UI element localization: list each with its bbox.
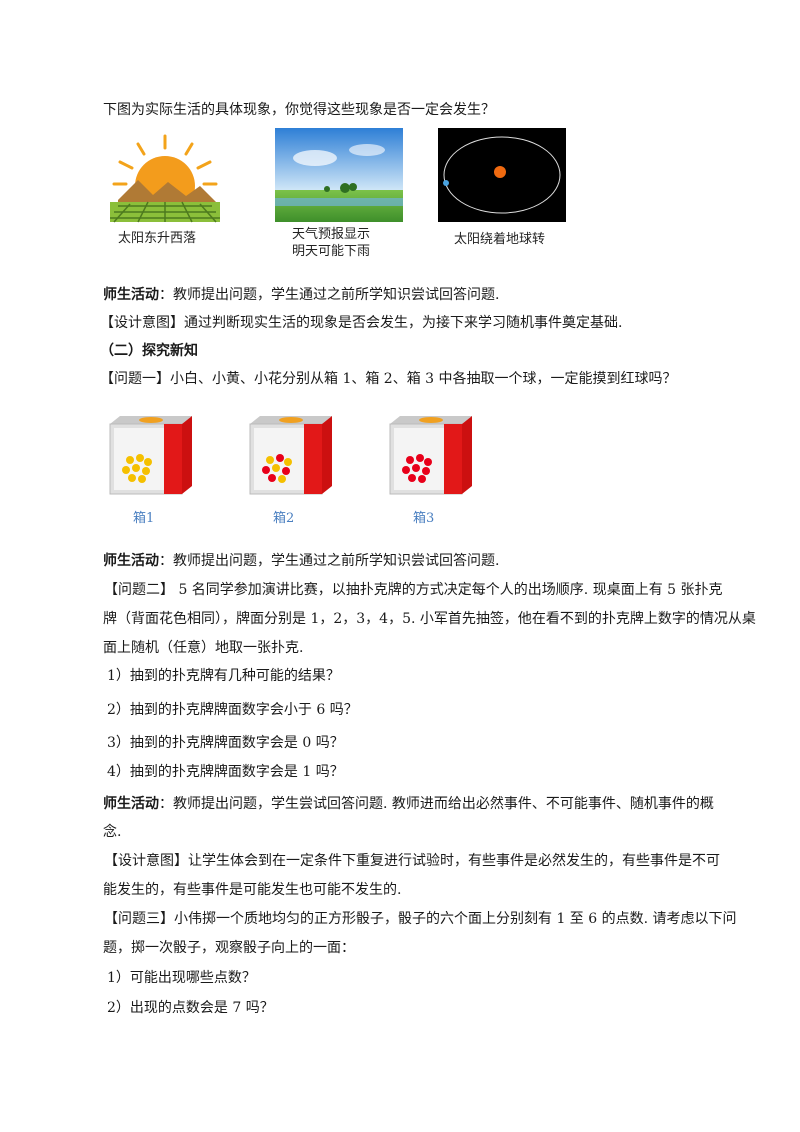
box-1-label: 箱1 [133, 511, 155, 526]
activity-label: 师生活动 [103, 796, 159, 812]
question-2-line2: 牌（背面花色相同），牌面分别是 1，2，3，4，5. 小军首先抽签，他在看不到的… [103, 611, 756, 627]
question-3-line2: 题，掷一次骰子，观察骰子向上的一面： [103, 940, 355, 956]
question-2-item: 1）抽到的扑克牌有几种可能的结果？ [107, 668, 340, 684]
question-2-item: 2）抽到的扑克牌牌面数字会小于 6 吗？ [107, 702, 358, 718]
design-intent-2-line1: 【设计意图】让学生体会到在一定条件下重复进行试验时，有些事件是必然发生的，有些事… [104, 853, 720, 869]
question-2-item: 4）抽到的扑克牌牌面数字会是 1 吗？ [107, 764, 344, 780]
design-intent-1: 【设计意图】通过判断现实生活的现象是否会发生，为接下来学习随机事件奠定基础. [100, 315, 623, 331]
question-2-line3: 面上随机（任意）地取一张扑克. [103, 640, 304, 656]
weather-caption-line1: 天气预报显示 [292, 227, 371, 242]
weather-caption-line2: 明天可能下雨 [292, 244, 371, 259]
activity-3: 师生活动：教师提出问题，学生尝试回答问题. 教师进而给出必然事件、不可能事件、随… [103, 794, 714, 814]
activity-3-line2: 念. [103, 824, 122, 840]
sunrise-image [108, 130, 222, 224]
box-3-label: 箱3 [413, 511, 435, 526]
activity-1: 师生活动：教师提出问题，学生通过之前所学知识尝试回答问题. [103, 285, 499, 305]
activity-label: 师生活动 [103, 553, 159, 569]
box-3 [388, 414, 474, 500]
question-3-item: 2）出现的点数会是 7 吗？ [107, 1000, 274, 1016]
question-1: 【问题一】小白、小黄、小花分别从箱 1、箱 2、箱 3 中各抽取一个球，一定能摸… [100, 371, 677, 387]
box-1 [108, 414, 194, 500]
question-3-item: 1）可能出现哪些点数？ [107, 970, 256, 986]
activity-2: 师生活动：教师提出问题，学生通过之前所学知识尝试回答问题. [103, 551, 499, 571]
activity-text: ：教师提出问题，学生尝试回答问题. 教师进而给出必然事件、不可能事件、随机事件的… [159, 796, 714, 812]
activity-text: ：教师提出问题，学生通过之前所学知识尝试回答问题. [159, 287, 500, 303]
box-2-label: 箱2 [273, 511, 295, 526]
sunrise-caption: 太阳东升西落 [118, 231, 197, 246]
orbit-caption: 太阳绕着地球转 [454, 232, 546, 247]
orbit-image [438, 128, 566, 222]
section-heading: （二）探究新知 [100, 343, 198, 359]
intro-text: 下图为实际生活的具体现象，你觉得这些现象是否一定会发生？ [103, 102, 495, 118]
activity-text: ：教师提出问题，学生通过之前所学知识尝试回答问题. [159, 553, 500, 569]
question-2-item: 3）抽到的扑克牌牌面数字会是 0 吗？ [107, 735, 344, 751]
question-2-line1: 【问题二】 5 名同学参加演讲比赛，以抽扑克牌的方式决定每个人的出场顺序. 现桌… [104, 582, 723, 598]
box-2 [248, 414, 334, 500]
activity-label: 师生活动 [103, 287, 159, 303]
design-intent-2-line2: 能发生的，有些事件是可能发生也可能不发生的. [103, 882, 402, 898]
meadow-image [275, 128, 403, 222]
question-3-line1: 【问题三】小伟掷一个质地均匀的正方形骰子，骰子的六个面上分别刻有 1 至 6 的… [104, 911, 737, 927]
